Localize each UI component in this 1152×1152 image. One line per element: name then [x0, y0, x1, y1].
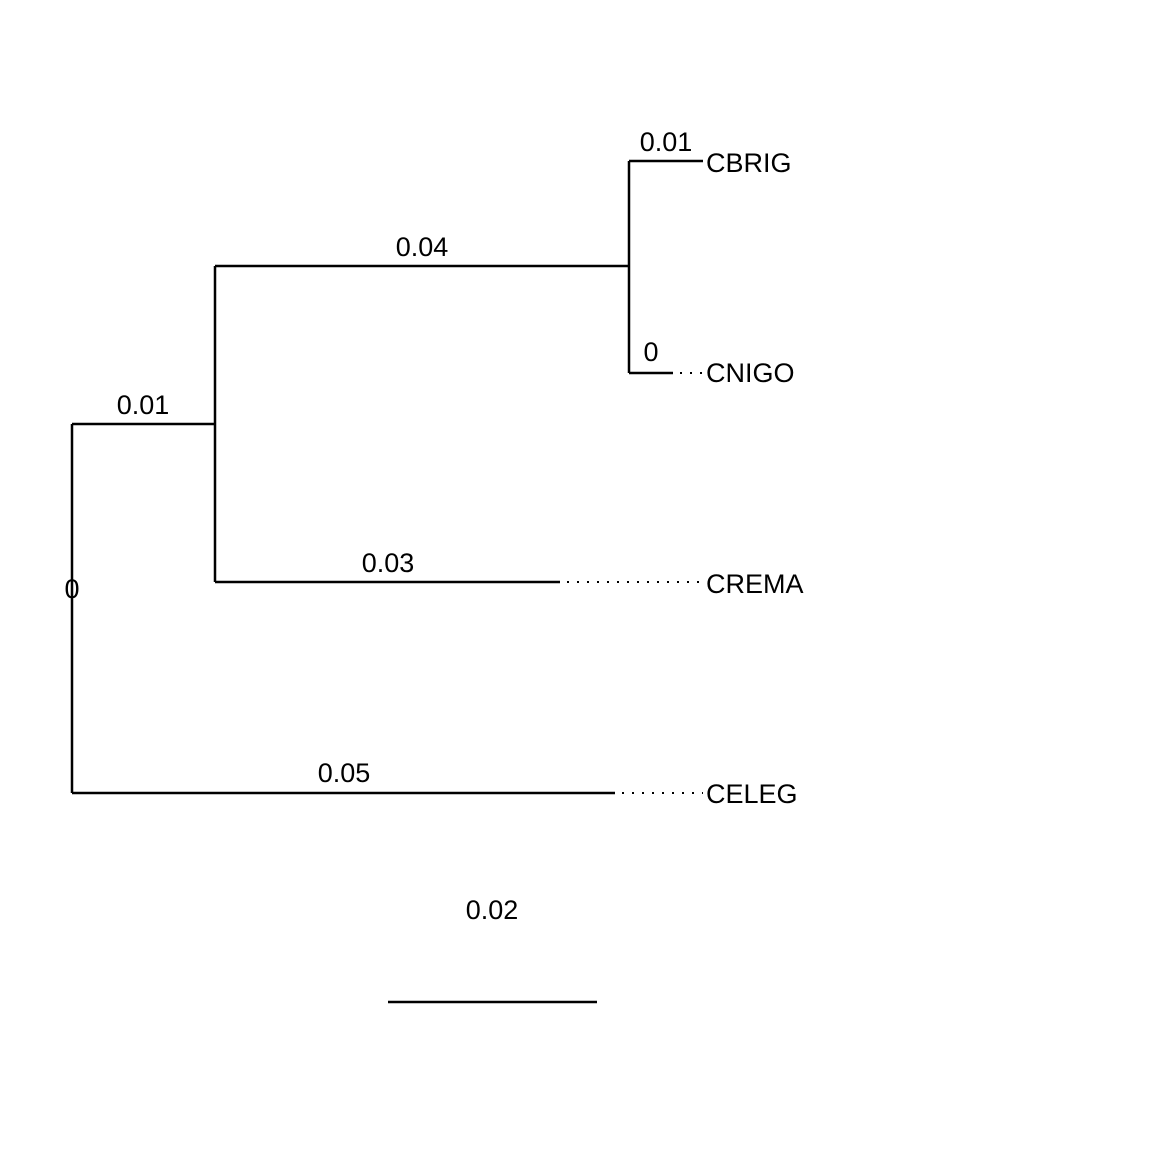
tip-label-crema: CREMA: [706, 569, 804, 599]
branches: [70, 159, 703, 795]
tip-label-cbrig: CBRIG: [706, 148, 792, 178]
branch-length-cbrig: 0.01: [640, 127, 693, 157]
branch-length-crema: 0.03: [362, 548, 415, 578]
tip-guides: [567, 372, 703, 794]
branch-length-root: 0: [64, 574, 79, 604]
branch-length-ingroup: 0.01: [117, 390, 170, 420]
tip-label-cnigo: CNIGO: [706, 358, 795, 388]
branch-length-cbrig-cnigo: 0.04: [396, 232, 449, 262]
branch-length-celeg: 0.05: [318, 758, 371, 788]
scale-bar-label: 0.02: [466, 895, 519, 925]
branch-length-cnigo: 0: [643, 337, 658, 367]
tip-label-celeg: CELEG: [706, 779, 798, 809]
